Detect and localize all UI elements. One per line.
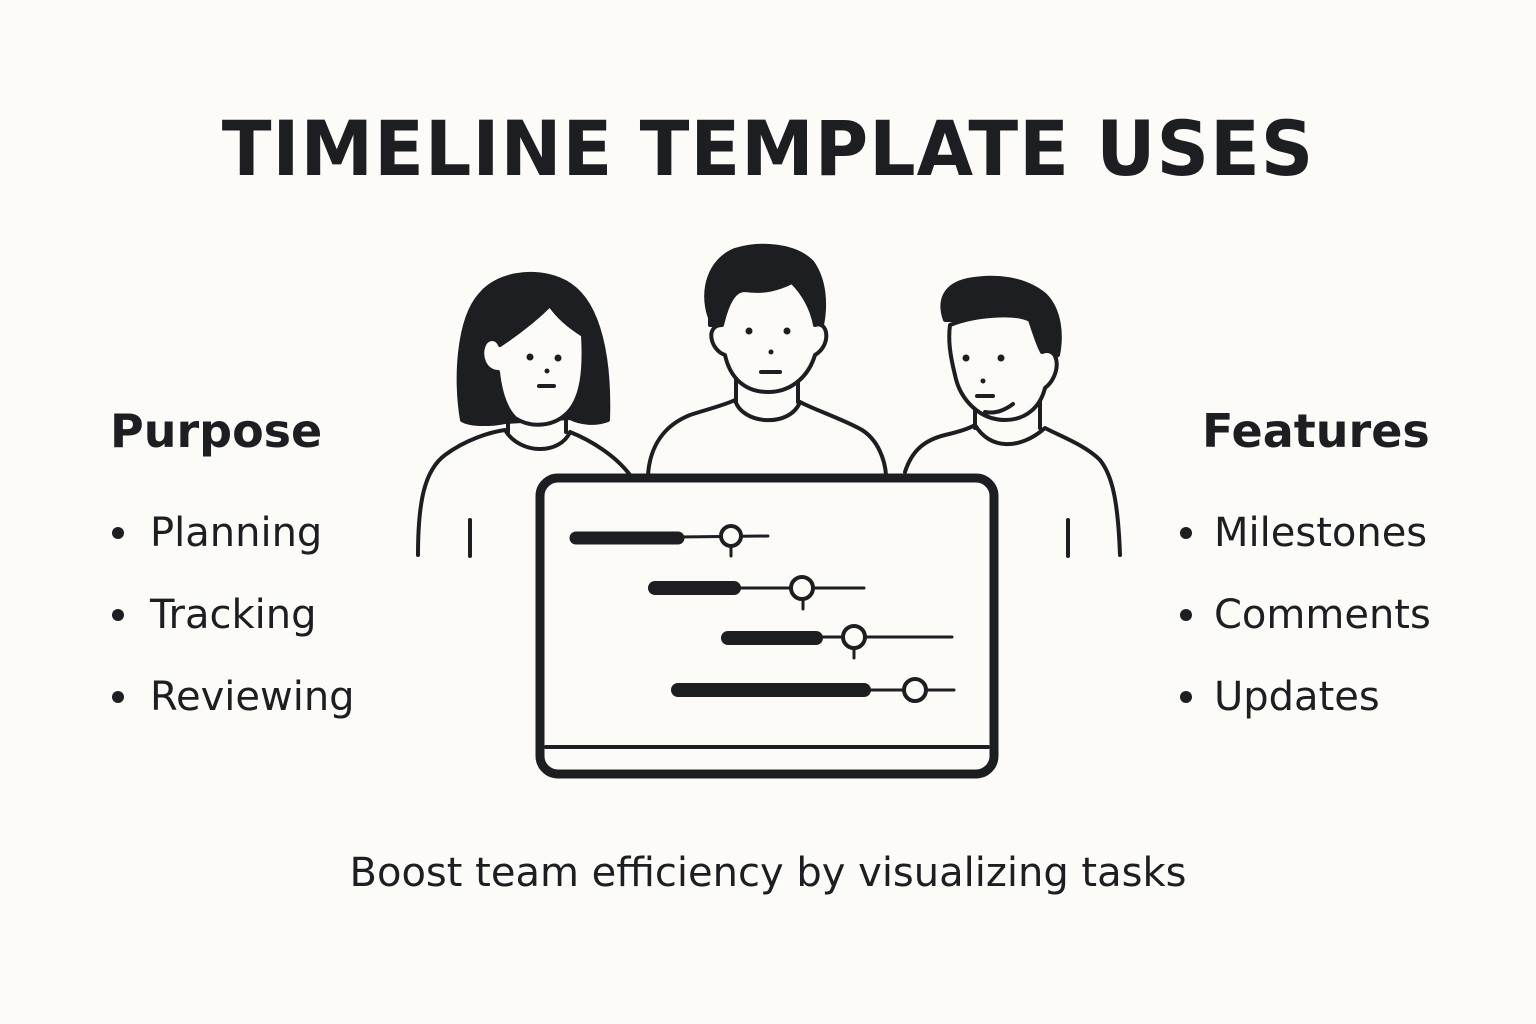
timeline-monitor-icon xyxy=(535,473,999,779)
features-heading: Features xyxy=(1202,404,1430,458)
bullet-icon xyxy=(112,527,124,539)
list-item: Milestones xyxy=(1178,492,1431,574)
purpose-section: Purpose Planning Tracking Reviewing xyxy=(110,400,355,738)
list-item: Updates xyxy=(1178,656,1431,738)
purpose-list: Planning Tracking Reviewing xyxy=(110,492,355,738)
tagline: Boost team efficiency by visualizing tas… xyxy=(349,850,1187,896)
features-list: Milestones Comments Updates xyxy=(1178,492,1431,738)
bullet-icon xyxy=(1180,527,1192,539)
list-item: Comments xyxy=(1178,574,1431,656)
man-right-figure-icon xyxy=(903,275,1122,558)
bullet-icon xyxy=(1180,691,1192,703)
list-item: Tracking xyxy=(110,574,355,656)
list-item: Planning xyxy=(110,492,355,574)
features-section: Features Milestones Comments Updates xyxy=(1178,400,1431,738)
list-item: Reviewing xyxy=(110,656,355,738)
bullet-icon xyxy=(112,609,124,621)
page-title: TIMELINE TEMPLATE USES xyxy=(221,104,1315,193)
team-illustration xyxy=(416,243,1122,779)
man-center-figure-icon xyxy=(646,243,888,477)
purpose-heading: Purpose xyxy=(110,404,323,458)
bullet-icon xyxy=(112,691,124,703)
woman-figure-icon xyxy=(416,271,632,558)
bullet-icon xyxy=(1180,609,1192,621)
